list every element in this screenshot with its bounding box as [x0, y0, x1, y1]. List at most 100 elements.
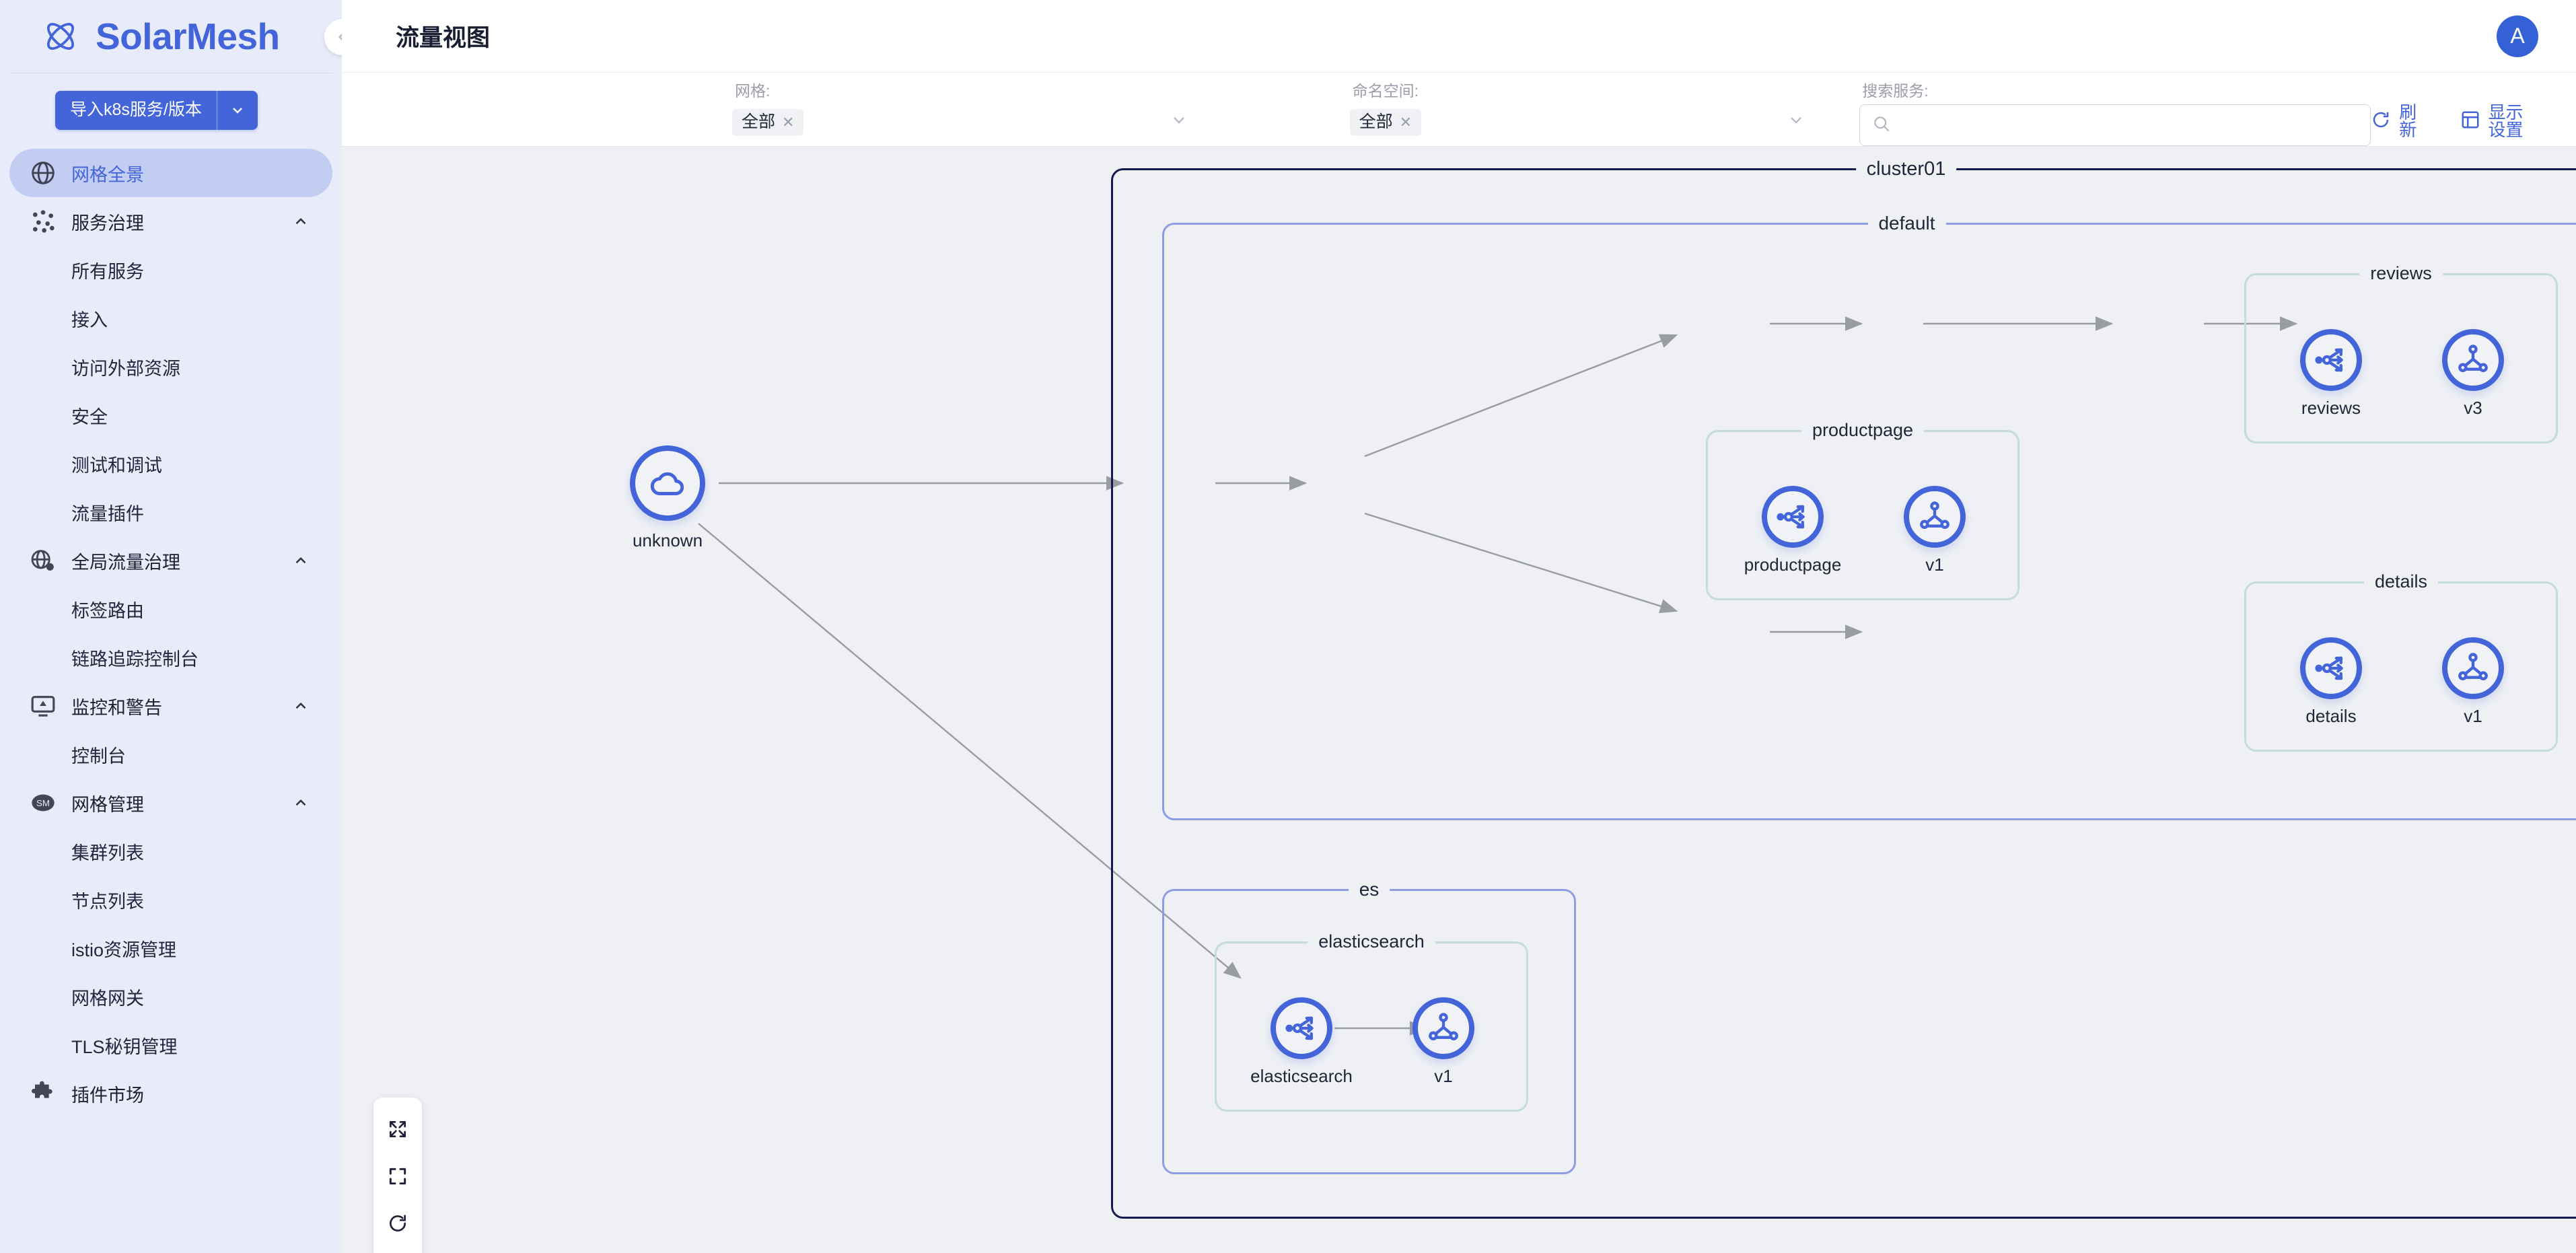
sidebar-item-plugin-market[interactable]: 插件市场 — [9, 1069, 332, 1118]
sidebar-item-cluster-list[interactable]: 集群列表 — [9, 827, 332, 875]
puzzle-icon — [30, 1080, 57, 1107]
sidebar-group-label: 网格管理 — [71, 794, 144, 815]
node-label: details — [2305, 706, 2357, 726]
workload-node-icon[interactable] — [1412, 997, 1474, 1059]
node-label: productpage — [1744, 554, 1842, 575]
svg-text:SM: SM — [36, 798, 50, 808]
workload-node-icon[interactable] — [2442, 637, 2504, 699]
chevron-down-icon[interactable] — [1787, 111, 1805, 135]
service-fanout-icon[interactable] — [2300, 637, 2362, 699]
search-input[interactable] — [1898, 115, 2359, 135]
globe-gear-icon — [30, 547, 57, 574]
topology-canvas[interactable]: cluster01 default productpage — [342, 147, 2576, 1253]
avatar-initial: A — [2510, 24, 2525, 48]
sidebar-sub-label: 流量插件 — [71, 503, 144, 524]
chevron-up-icon[interactable] — [292, 552, 310, 569]
brand: SolarMesh — [0, 0, 342, 73]
sidebar-item-external-resources[interactable]: 访问外部资源 — [9, 343, 332, 391]
help-button[interactable] — [373, 1248, 422, 1253]
sidebar-group-mesh-management[interactable]: SM 网格管理 — [9, 779, 332, 827]
avatar[interactable]: A — [2497, 15, 2538, 57]
sidebar-sub-label: 网格网关 — [71, 988, 144, 1009]
sidebar-sub-label: 测试和调试 — [71, 455, 162, 476]
sidebar-group-monitoring-alerts[interactable]: 监控和警告 — [9, 682, 332, 730]
fullscreen-button[interactable] — [373, 1154, 422, 1201]
search-icon — [1872, 114, 1891, 137]
topbar: 流量视图 A — [342, 0, 2576, 73]
sidebar-sub-label: istio资源管理 — [71, 939, 177, 960]
scatter-dots-icon — [30, 208, 57, 235]
sidebar-sub-label: 访问外部资源 — [71, 358, 180, 379]
atom-logo-icon — [42, 17, 79, 55]
brand-name: SolarMesh — [96, 15, 280, 57]
reload-button[interactable] — [373, 1201, 422, 1248]
chevron-up-icon[interactable] — [292, 213, 310, 230]
chevron-down-icon[interactable] — [217, 91, 258, 130]
service-box-details[interactable]: details detail — [2244, 571, 2558, 752]
node-label: reviews — [2301, 398, 2361, 418]
close-x-icon[interactable]: ✕ — [782, 113, 795, 131]
service-search-filter: 搜索服务: — [1859, 73, 2371, 146]
cluster-box-cluster01[interactable]: cluster01 default productpage — [1111, 157, 2576, 1219]
search-input-wrapper[interactable] — [1859, 104, 2371, 146]
namespace-box-es[interactable]: es elasticsearch — [1162, 878, 1576, 1174]
import-row: 导入k8s服务/版本 — [0, 73, 342, 149]
service-box-reviews[interactable]: reviews review — [2244, 262, 2558, 443]
chevron-up-icon[interactable] — [292, 794, 310, 812]
sidebar-item-node-list[interactable]: 节点列表 — [9, 875, 332, 924]
close-x-icon[interactable]: ✕ — [1399, 113, 1412, 131]
workload-node-icon[interactable] — [1904, 486, 1966, 548]
sidebar-group-global-traffic[interactable]: 全局流量治理 — [9, 536, 332, 585]
import-button-label: 导入k8s服务/版本 — [70, 100, 202, 119]
mesh-selected-tag: 全部 ✕ — [732, 109, 804, 136]
service-label: productpage — [1801, 419, 1925, 441]
namespace-box-default[interactable]: default productpage — [1162, 212, 2576, 820]
namespace-filter: 命名空间: 全部 ✕ — [1349, 73, 1806, 141]
mesh-filter-label: 网格: — [735, 82, 771, 100]
sidebar-item-mesh-overview[interactable]: 网格全景 — [9, 149, 332, 197]
service-fanout-icon[interactable] — [2300, 329, 2362, 391]
namespace-selected-value: 全部 — [1359, 112, 1393, 131]
node-label: unknown — [632, 530, 703, 550]
namespace-select[interactable]: 全部 ✕ — [1349, 104, 1806, 141]
refresh-button[interactable]: 刷新 — [2371, 104, 2422, 139]
filter-bar: 网格: 全部 ✕ 命名空间: 全部 ✕ — [342, 73, 2576, 147]
node-label: elasticsearch — [1250, 1066, 1353, 1086]
sidebar-item-security[interactable]: 安全 — [9, 391, 332, 439]
sidebar-group-service-governance[interactable]: 服务治理 — [9, 197, 332, 246]
service-box-productpage[interactable]: productpage pr — [1706, 419, 2019, 600]
service-fanout-icon[interactable] — [1762, 486, 1824, 548]
fit-expand-button[interactable] — [373, 1107, 422, 1154]
node-label: v1 — [2464, 706, 2482, 726]
display-settings-label: 显示设置 — [2488, 102, 2524, 140]
workload-node-icon[interactable] — [2442, 329, 2504, 391]
service-fanout-icon[interactable] — [1271, 997, 1332, 1059]
sidebar-nav: 网格全景 服务治理 所有服务 接入 访问外部资源 安全 测试和调试 流量插件 — [0, 149, 342, 1118]
sidebar-item-label-routing[interactable]: 标签路由 — [9, 585, 332, 633]
namespace-label: default — [1867, 212, 1946, 235]
mesh-select[interactable]: 全部 ✕ — [732, 104, 1188, 141]
service-box-elasticsearch[interactable]: elasticsearch — [1215, 931, 1528, 1112]
display-settings-button[interactable]: 显示设置 — [2460, 104, 2540, 139]
sidebar-item-mesh-gateway[interactable]: 网格网关 — [9, 972, 332, 1021]
sidebar-item-monitor-console[interactable]: 控制台 — [9, 730, 332, 779]
sidebar-item-trace-console[interactable]: 链路追踪控制台 — [9, 633, 332, 682]
sidebar-item-test-debug[interactable]: 测试和调试 — [9, 439, 332, 488]
sidebar-item-tls-key-management[interactable]: TLS秘钥管理 — [9, 1021, 332, 1069]
display-settings-icon — [2460, 110, 2480, 133]
sidebar-sub-label: TLS秘钥管理 — [71, 1036, 178, 1057]
sidebar-sub-label: 标签路由 — [71, 600, 144, 621]
chevron-up-icon[interactable] — [292, 697, 310, 715]
import-k8s-service-button[interactable]: 导入k8s服务/版本 — [55, 91, 258, 130]
sidebar-sub-label: 集群列表 — [71, 843, 144, 863]
cluster-label: cluster01 — [1855, 157, 1957, 181]
sidebar-item-istio-resources[interactable]: istio资源管理 — [9, 924, 332, 972]
chevron-down-icon[interactable] — [1170, 111, 1188, 135]
sidebar-item-all-services[interactable]: 所有服务 — [9, 246, 332, 294]
sidebar-item-ingress[interactable]: 接入 — [9, 294, 332, 343]
fullscreen-frame-icon — [387, 1166, 408, 1190]
cloud-icon[interactable] — [630, 445, 705, 521]
toolbar-actions: 刷新 显示设置 — [2371, 73, 2540, 139]
sidebar-sub-label: 接入 — [71, 310, 108, 330]
sidebar-item-traffic-plugins[interactable]: 流量插件 — [9, 488, 332, 536]
